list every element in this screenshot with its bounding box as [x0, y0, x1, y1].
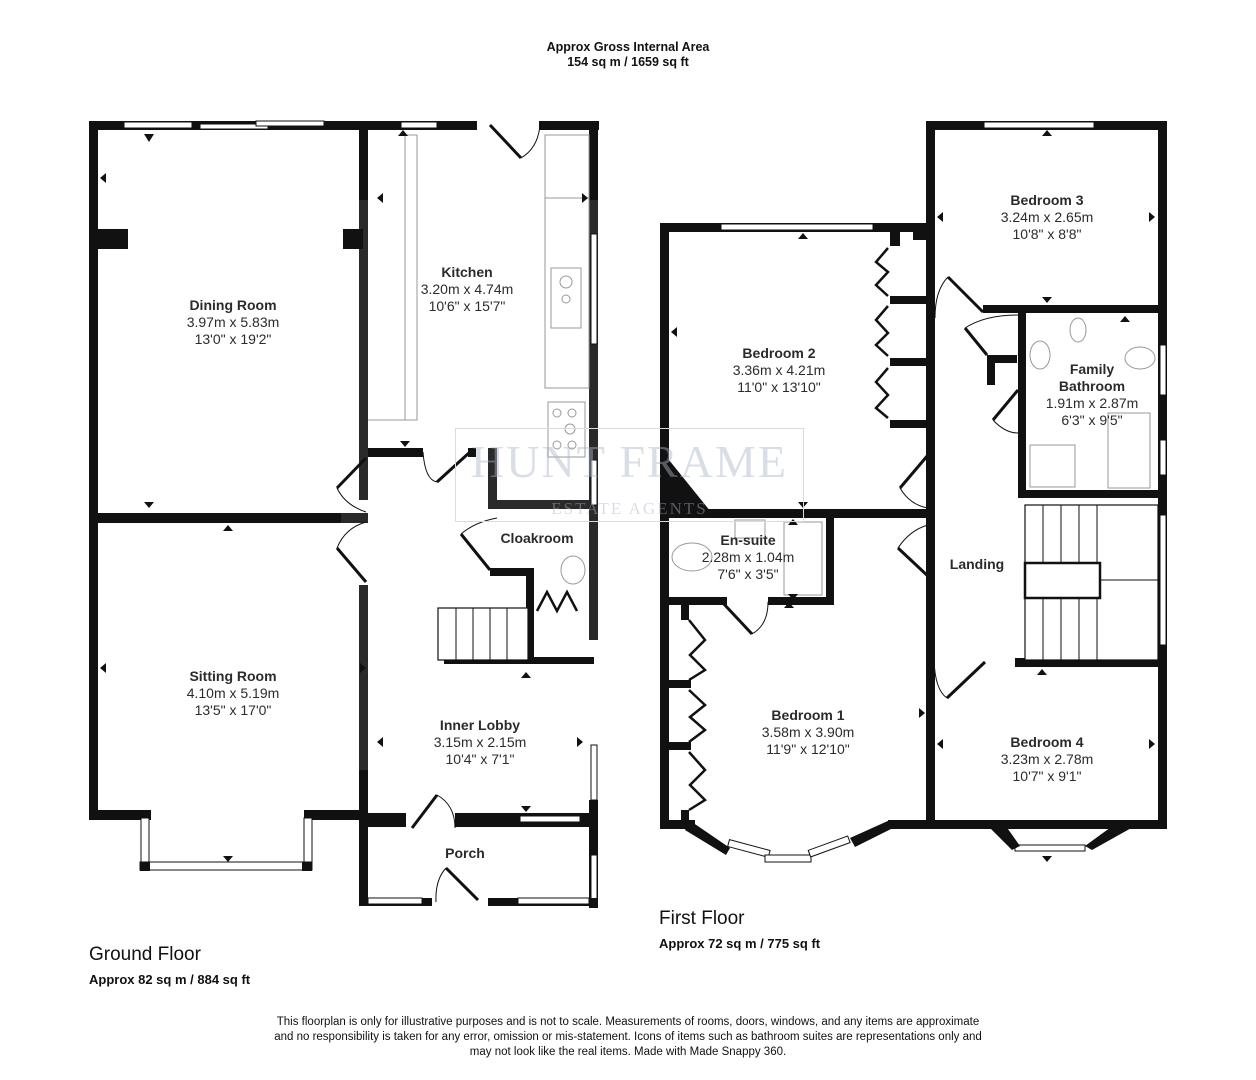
- room-metric: 3.36m x 4.21m: [732, 362, 826, 378]
- gross-area-title: Approx Gross Internal Area: [546, 40, 710, 54]
- room-name: Inner Lobby: [439, 717, 521, 733]
- room-name-line1: Family: [1069, 361, 1115, 377]
- room-name: Bedroom 3: [1010, 192, 1084, 208]
- room-porch: Porch: [445, 845, 485, 862]
- room-metric: 3.15m x 2.15m: [433, 734, 527, 750]
- room-imperial: 13'0" x 19'2": [194, 331, 272, 347]
- gross-area-value: 154 sq m / 1659 sq ft: [567, 55, 689, 69]
- room-name: Cloakroom: [500, 530, 574, 546]
- room-imperial: 10'6" x 15'7": [428, 298, 506, 314]
- room-dining-room: Dining Room 3.97m x 5.83m 13'0" x 19'2": [187, 297, 280, 348]
- room-imperial: 13'5" x 17'0": [194, 702, 272, 718]
- disclaimer-line-3: may not look like the real items. Made w…: [469, 1046, 787, 1058]
- room-imperial: 10'8" x 8'8": [1012, 226, 1082, 242]
- room-cloakroom: Cloakroom: [500, 530, 573, 547]
- ground-floor-area: Approx 82 sq m / 884 sq ft: [89, 972, 251, 987]
- room-name: Bedroom 2: [742, 345, 816, 361]
- room-name: Sitting Room: [189, 668, 277, 684]
- room-name: Kitchen: [441, 264, 493, 280]
- room-en-suite: En-suite 2.28m x 1.04m 7'6" x 3'5": [702, 532, 795, 583]
- room-name: Porch: [445, 845, 485, 861]
- room-sitting-room: Sitting Room 4.10m x 5.19m 13'5" x 17'0": [187, 668, 280, 719]
- room-metric: 3.23m x 2.78m: [1000, 751, 1094, 767]
- room-imperial: 11'0" x 13'10": [737, 379, 821, 395]
- room-bedroom-2: Bedroom 2 3.36m x 4.21m 11'0" x 13'10": [733, 345, 826, 396]
- first-floor-label: First Floor: [659, 908, 745, 929]
- room-name: Dining Room: [189, 297, 277, 313]
- room-metric: 2.28m x 1.04m: [701, 549, 795, 565]
- room-imperial: 10'4" x 7'1": [445, 751, 515, 767]
- room-imperial: 10'7" x 9'1": [1012, 768, 1082, 784]
- room-kitchen: Kitchen 3.20m x 4.74m 10'6" x 15'7": [421, 264, 514, 315]
- disclaimer-line-1: This floorplan is only for illustrative …: [276, 1016, 980, 1028]
- room-landing: Landing: [950, 556, 1004, 573]
- room-metric: 3.20m x 4.74m: [420, 281, 514, 297]
- room-bedroom-4: Bedroom 4 3.23m x 2.78m 10'7" x 9'1": [1001, 734, 1094, 785]
- room-imperial: 7'6" x 3'5": [717, 566, 779, 582]
- room-bedroom-1: Bedroom 1 3.58m x 3.90m 11'9" x 12'10": [762, 707, 855, 758]
- room-inner-lobby: Inner Lobby 3.15m x 2.15m 10'4" x 7'1": [434, 717, 527, 768]
- room-name: En-suite: [720, 532, 776, 548]
- room-imperial: 11'9" x 12'10": [766, 741, 850, 757]
- room-metric: 4.10m x 5.19m: [186, 685, 280, 701]
- room-metric: 1.91m x 2.87m: [1045, 395, 1139, 411]
- ground-floor-label: Ground Floor: [89, 944, 201, 965]
- room-name: Bedroom 1: [771, 707, 845, 723]
- room-family-bathroom: Family Bathroom 1.91m x 2.87m 6'3" x 9'5…: [1046, 361, 1139, 429]
- first-floor-area: Approx 72 sq m / 775 sq ft: [659, 936, 821, 951]
- room-bedroom-3: Bedroom 3 3.24m x 2.65m 10'8" x 8'8": [1001, 192, 1094, 243]
- disclaimer-line-2: and no responsibility is taken for any e…: [274, 1031, 982, 1043]
- disclaimer: This floorplan is only for illustrative …: [200, 1015, 1056, 1060]
- room-imperial: 6'3" x 9'5": [1061, 412, 1123, 428]
- room-metric: 3.97m x 5.83m: [186, 314, 280, 330]
- room-name: Landing: [949, 556, 1005, 572]
- ground-floor-plan: [89, 120, 599, 908]
- room-name: Bedroom 4: [1010, 734, 1084, 750]
- room-name-line2: Bathroom: [1058, 378, 1126, 394]
- room-metric: 3.24m x 2.65m: [1000, 209, 1094, 225]
- room-metric: 3.58m x 3.90m: [761, 724, 855, 740]
- first-floor-plan: [660, 121, 1167, 863]
